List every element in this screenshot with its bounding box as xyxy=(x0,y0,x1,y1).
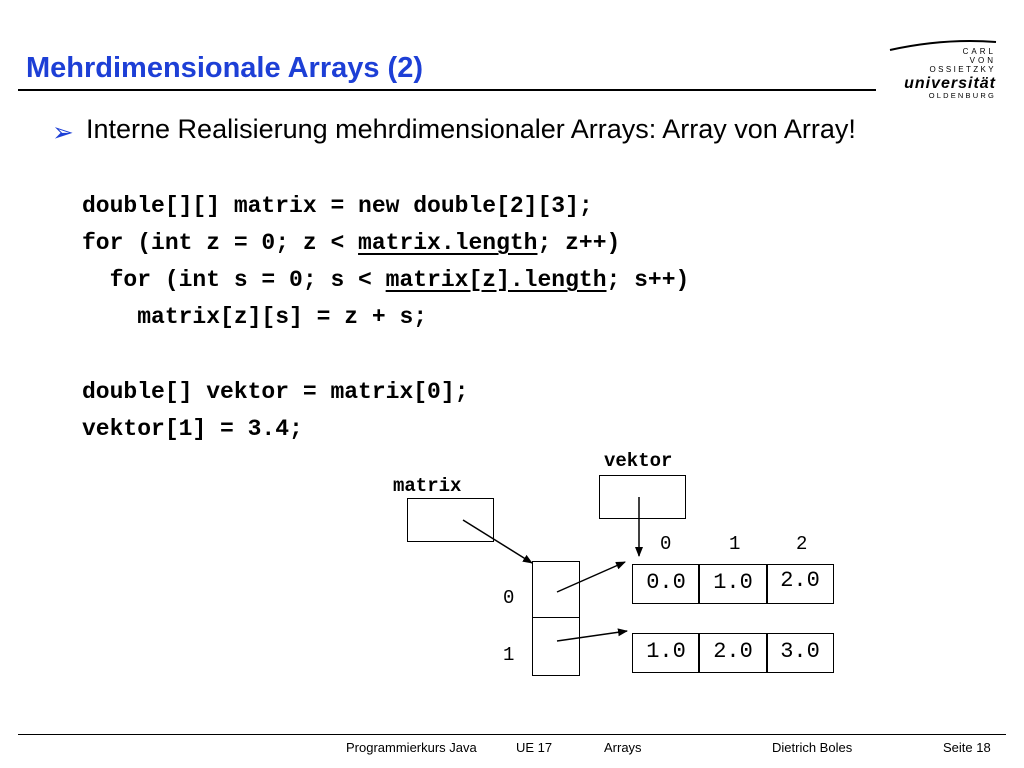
row1-cell-1: 2.0 xyxy=(698,633,768,673)
code-line-5: double[] vektor = matrix[0]; xyxy=(82,379,469,405)
row1-cell-0: 1.0 xyxy=(632,633,700,673)
slide-title: Mehrdimensionale Arrays (2) xyxy=(26,52,423,84)
row0-cell-0: 0.0 xyxy=(632,564,700,604)
col-index-1: 1 xyxy=(729,533,741,555)
bullet-arrow-icon: ➢ xyxy=(52,117,74,147)
outer-array-cell-1 xyxy=(532,617,580,676)
svg-text:VON: VON xyxy=(970,56,996,65)
footer-topic: Arrays xyxy=(604,740,642,755)
code-line-3: for (int s = 0; s < matrix[z].length; s+… xyxy=(82,267,690,293)
col-index-2: 2 xyxy=(796,533,808,555)
row-index-0: 0 xyxy=(503,587,515,609)
code-line-6: vektor[1] = 3.4; xyxy=(82,416,303,442)
row0-cell-1: 1.0 xyxy=(698,564,768,604)
code-line-4: matrix[z][s] = z + s; xyxy=(82,304,428,330)
matrix-label: matrix xyxy=(393,475,462,497)
row0-cell-2: 2.0 xyxy=(766,564,834,604)
row-index-1: 1 xyxy=(503,644,515,666)
footer-page-number: Seite 18 xyxy=(943,740,991,755)
col-index-0: 0 xyxy=(660,533,672,555)
svg-text:OLDENBURG: OLDENBURG xyxy=(929,91,996,100)
university-logo: CARL VON OSSIETZKY universität OLDENBURG xyxy=(889,40,997,100)
code-line-1: double[][] matrix = new double[2][3]; xyxy=(82,193,593,219)
bullet-text: Interne Realisierung mehrdimensionaler A… xyxy=(86,114,856,144)
footer-divider xyxy=(18,734,1006,735)
svg-text:universität: universität xyxy=(904,75,996,92)
svg-text:CARL: CARL xyxy=(963,47,996,56)
footer-author: Dietrich Boles xyxy=(772,740,853,755)
svg-text:OSSIETZKY: OSSIETZKY xyxy=(930,65,997,74)
footer-course: Programmierkurs Java xyxy=(346,740,477,755)
vektor-reference-box xyxy=(599,475,686,519)
footer-unit: UE 17 xyxy=(516,740,553,755)
outer-array-cell-0 xyxy=(532,561,580,619)
vektor-label: vektor xyxy=(604,450,673,472)
row1-cell-2: 3.0 xyxy=(766,633,834,673)
title-divider xyxy=(18,89,876,91)
matrix-reference-box xyxy=(407,498,494,542)
code-line-2: for (int z = 0; z < matrix.length; z++) xyxy=(82,230,621,256)
